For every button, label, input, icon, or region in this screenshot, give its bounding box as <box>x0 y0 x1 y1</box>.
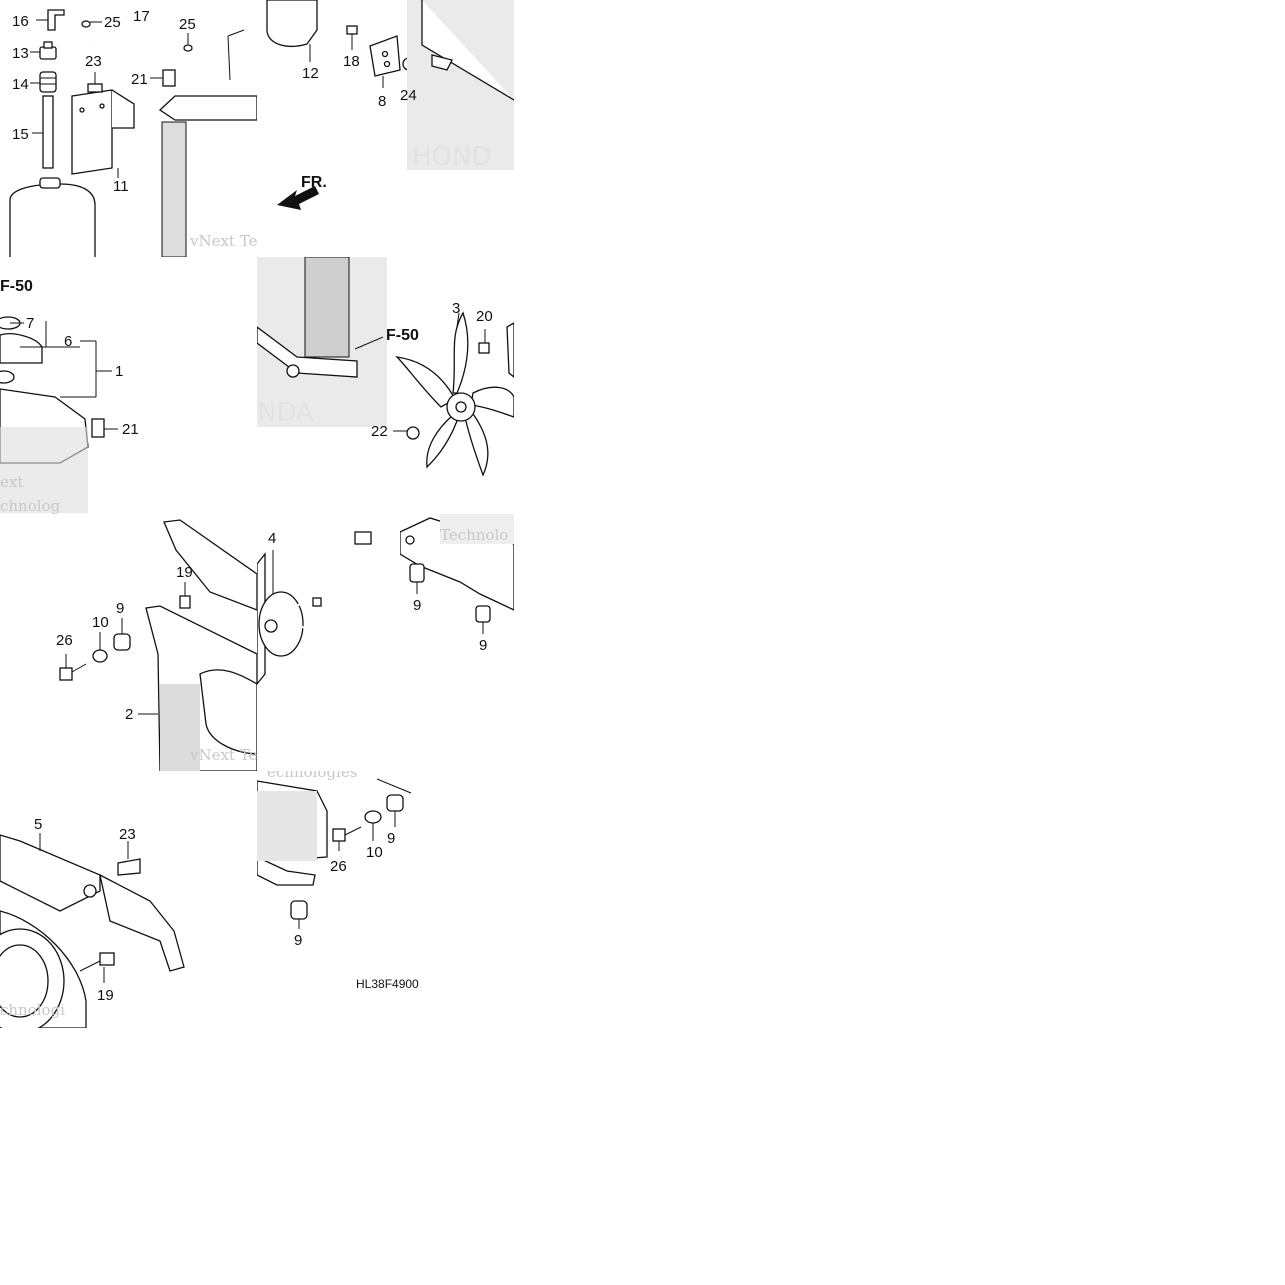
svg-text:6: 6 <box>64 333 72 350</box>
tile5-labels: 19 10 9 26 2 <box>56 564 193 723</box>
svg-text:13: 13 <box>12 45 29 62</box>
svg-text:3: 3 <box>452 300 460 317</box>
svg-text:16: 16 <box>12 13 29 30</box>
svg-text:10: 10 <box>92 614 109 631</box>
svg-text:23: 23 <box>85 53 102 70</box>
svg-text:chnolog: chnolog <box>0 497 61 514</box>
svg-text:20: 20 <box>476 308 493 325</box>
svg-text:24: 24 <box>400 87 417 104</box>
fan-blade-3 <box>395 311 514 477</box>
tile-reservoir-hoses: vNext Tec 16 25 17 25 13 23 21 14 15 11 <box>0 0 257 257</box>
tile-shroud-lower: echnologies 9 26 10 9 <box>257 771 514 1028</box>
svg-text:10: 10 <box>366 844 383 861</box>
tile-shroud: vNext Tec 19 10 9 26 2 <box>0 514 257 771</box>
ref-label-2: F-50 <box>386 327 419 344</box>
svg-text:19: 19 <box>97 987 114 1004</box>
tile9-labels: 9 26 10 9 <box>294 830 395 949</box>
svg-text:vNext Tec: vNext Tec <box>189 746 257 764</box>
svg-text:HOND: HOND <box>412 142 492 172</box>
svg-text:21: 21 <box>122 421 139 438</box>
tile-bracket-front-arrow: HOND FR. 12 18 8 24 <box>257 0 514 257</box>
tile-frame-grommets <box>514 514 771 771</box>
svg-text:12: 12 <box>302 65 319 82</box>
tile8-labels: 5 23 19 <box>34 816 136 1004</box>
svg-text:Technolo: Technolo <box>440 526 508 544</box>
svg-text:18: 18 <box>343 53 360 70</box>
svg-text:19: 19 <box>176 564 193 581</box>
svg-text:9: 9 <box>294 932 302 949</box>
tile-reservoir-assembly: F-50 ext chnolog 7 6 1 21 <box>0 257 257 514</box>
svg-text:17: 17 <box>133 8 150 25</box>
tile3-labels: 7 6 1 21 <box>26 315 139 438</box>
svg-text:ext: ext <box>0 473 23 491</box>
tile4-labels: 3 20 22 <box>371 300 493 440</box>
tile-shroud-5: chnologi 5 23 19 <box>0 771 257 1028</box>
svg-text:1: 1 <box>115 363 123 380</box>
svg-text:chnologi: chnologi <box>0 1001 65 1019</box>
ref-label: F-50 <box>0 278 33 295</box>
svg-text:23: 23 <box>119 826 136 843</box>
svg-text:26: 26 <box>330 858 347 875</box>
svg-text:11: 11 <box>113 178 129 195</box>
svg-text:4: 4 <box>268 530 276 547</box>
tile2-labels: 12 18 8 24 <box>302 53 417 110</box>
tile1-labels: 16 25 17 25 13 23 21 14 15 11 <box>12 8 196 195</box>
svg-text:vNext Tec: vNext Tec <box>189 232 257 250</box>
svg-text:15: 15 <box>12 126 29 143</box>
svg-text:2: 2 <box>125 706 133 723</box>
svg-text:9: 9 <box>116 600 124 617</box>
svg-text:NDA: NDA <box>257 398 314 428</box>
tile6-labels: 4 <box>268 530 276 547</box>
svg-text:26: 26 <box>56 632 73 649</box>
svg-text:9: 9 <box>413 597 421 614</box>
svg-text:21: 21 <box>131 71 148 88</box>
front-label: FR. <box>301 174 327 191</box>
svg-text:22: 22 <box>371 423 388 440</box>
tile7-labels: 9 9 <box>413 597 487 654</box>
svg-text:5: 5 <box>34 816 42 833</box>
diagram-code: HL38F4900 <box>356 977 419 991</box>
svg-text:14: 14 <box>12 76 29 93</box>
svg-text:8: 8 <box>378 93 386 110</box>
svg-text:25: 25 <box>179 16 196 33</box>
svg-text:25: 25 <box>104 14 121 31</box>
tile-fan-blade: NDA F-50 3 20 22 <box>257 257 514 514</box>
tile-frame-grommets-visible: Technolo 9 9 <box>400 514 514 771</box>
svg-text:9: 9 <box>479 637 487 654</box>
svg-text:7: 7 <box>26 315 34 332</box>
svg-text:9: 9 <box>387 830 395 847</box>
svg-text:echnologies: echnologies <box>267 771 357 781</box>
